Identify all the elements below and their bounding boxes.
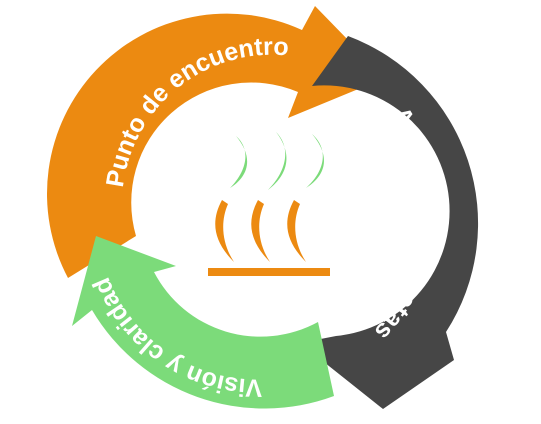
steam-wisps	[230, 132, 325, 190]
heat-base-bar	[208, 268, 330, 276]
segment-vision-y-claridad: Visión y claridad	[72, 236, 334, 409]
heat-steam-icon	[208, 132, 330, 276]
heat-line	[251, 200, 270, 262]
heat-line	[287, 200, 306, 262]
heat-line	[215, 200, 234, 262]
green-arrow-shape	[72, 236, 334, 409]
heat-lines	[215, 200, 306, 262]
dark-arrow-shape	[300, 36, 479, 409]
steam-wisp	[230, 136, 248, 188]
steam-wisp	[268, 132, 287, 190]
orange-arrow-shape	[47, 6, 385, 278]
steam-wisp	[306, 134, 325, 188]
